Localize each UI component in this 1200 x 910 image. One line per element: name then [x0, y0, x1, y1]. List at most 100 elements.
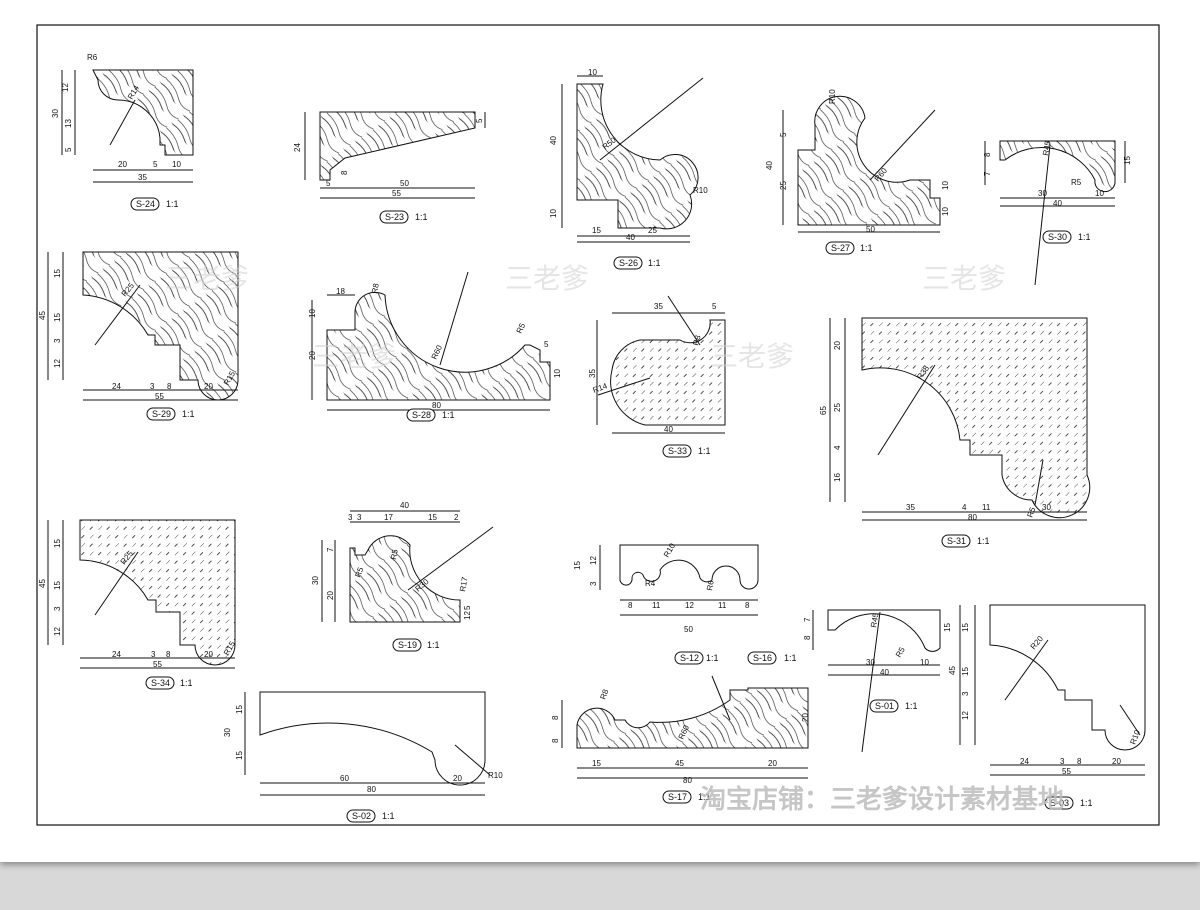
svg-text:20: 20 [833, 341, 842, 350]
svg-text:25: 25 [833, 403, 842, 412]
svg-text:60: 60 [340, 774, 349, 783]
label-s-12: S-12 [680, 653, 699, 663]
svg-text:R6: R6 [705, 579, 716, 591]
svg-text:45: 45 [38, 311, 47, 320]
svg-text:30: 30 [1042, 503, 1051, 512]
svg-text:3: 3 [53, 338, 62, 343]
svg-text:30: 30 [223, 728, 232, 737]
svg-text:30: 30 [311, 576, 320, 585]
svg-text:R8: R8 [691, 334, 702, 347]
svg-text:30: 30 [51, 109, 60, 118]
label-s-28: S-28 [412, 410, 431, 420]
scale-s-30: 1:1 [1078, 232, 1091, 242]
scale-s-28: 1:1 [442, 410, 455, 420]
svg-text:40: 40 [549, 136, 558, 145]
svg-text:R45: R45 [869, 612, 881, 629]
profile-s-28: 18 R8 10 20 R5 R60 5 10 80 [308, 271, 562, 422]
svg-text:20: 20 [801, 713, 810, 722]
page-background [0, 862, 1200, 910]
scale-s-02: 1:1 [382, 811, 395, 821]
svg-text:40: 40 [1053, 199, 1062, 208]
profile-s-16 [747, 651, 777, 665]
label-s-30: S-30 [1048, 232, 1067, 242]
svg-text:10: 10 [549, 209, 558, 218]
scale-s-01: 1:1 [905, 701, 918, 711]
svg-text:R8: R8 [598, 687, 610, 700]
svg-text:15: 15 [53, 581, 62, 590]
svg-text:12: 12 [53, 359, 62, 368]
svg-text:R5: R5 [389, 548, 400, 560]
label-s-29: S-29 [152, 409, 171, 419]
svg-text:5: 5 [475, 118, 484, 123]
svg-text:3: 3 [357, 513, 362, 522]
label-s-17: S-17 [668, 792, 687, 802]
svg-text:45: 45 [675, 759, 684, 768]
svg-text:12: 12 [61, 83, 70, 92]
svg-text:8: 8 [340, 170, 349, 175]
profile-s-17: R8 8 8 R60 20 15 45 20 80 [551, 675, 810, 804]
svg-text:80: 80 [432, 401, 441, 410]
svg-text:20: 20 [308, 351, 317, 360]
drawing-labels: S-24 1:1 S-23 1:1 S-26 1:1 S-27 1:1 S-30… [136, 199, 1093, 821]
profile-s-19: 40 3 3 17 15 2 R5 7 30 20 R5 R30 R17 5 1… [311, 501, 494, 652]
label-s-03: S-03 [1050, 798, 1069, 808]
svg-text:5: 5 [463, 605, 472, 610]
svg-text:7: 7 [326, 547, 335, 552]
profile-s-29: R25 15 45 15 3 12 24 3 8 20 R15 55 [38, 251, 239, 421]
profile-s-01: R45 7 8 15 R5 30 10 40 [803, 609, 952, 753]
svg-text:R6: R6 [87, 53, 98, 62]
svg-text:35: 35 [906, 503, 915, 512]
svg-text:8: 8 [167, 382, 172, 391]
svg-text:3: 3 [1060, 757, 1065, 766]
svg-text:50: 50 [400, 179, 409, 188]
label-s-23: S-23 [385, 212, 404, 222]
svg-text:10: 10 [941, 181, 950, 190]
svg-text:3: 3 [53, 606, 62, 611]
svg-text:3: 3 [589, 581, 598, 586]
svg-text:24: 24 [293, 143, 302, 152]
svg-text:5: 5 [153, 160, 158, 169]
scale-s-03: 1:1 [1080, 798, 1093, 808]
svg-text:10: 10 [588, 68, 597, 77]
label-s-19: S-19 [398, 640, 417, 650]
svg-text:8: 8 [803, 635, 812, 640]
svg-text:16: 16 [833, 473, 842, 482]
svg-text:12: 12 [685, 601, 694, 610]
svg-text:20: 20 [118, 160, 127, 169]
label-s-16: S-16 [753, 653, 772, 663]
svg-text:7: 7 [983, 171, 992, 176]
svg-text:5: 5 [326, 179, 331, 188]
svg-text:15: 15 [53, 539, 62, 548]
svg-text:15: 15 [53, 269, 62, 278]
svg-text:3: 3 [961, 691, 970, 696]
svg-text:3: 3 [150, 382, 155, 391]
svg-text:20: 20 [204, 382, 213, 391]
label-s-01: S-01 [875, 701, 894, 711]
scale-s-33: 1:1 [698, 446, 711, 456]
profile-s-24: R6 R14 12 30 13 5 20 5 10 35 [51, 53, 194, 211]
svg-text:R17: R17 [458, 576, 470, 593]
svg-text:15: 15 [53, 313, 62, 322]
scale-s-12: 1:1 [706, 653, 719, 663]
svg-text:30: 30 [1038, 189, 1047, 198]
svg-text:55: 55 [392, 189, 401, 198]
drawing-sheet: R6 R14 12 30 13 5 20 5 10 35 24 5 8 5 50… [36, 24, 1160, 826]
svg-text:35: 35 [588, 369, 597, 378]
svg-text:40: 40 [880, 668, 889, 677]
svg-text:R10: R10 [693, 186, 708, 195]
svg-text:15: 15 [592, 759, 601, 768]
svg-text:R10: R10 [828, 89, 837, 104]
scale-s-26: 1:1 [648, 258, 661, 268]
svg-text:24: 24 [1020, 757, 1029, 766]
scale-s-29: 1:1 [182, 409, 195, 419]
svg-text:8: 8 [166, 650, 171, 659]
scale-s-17: 1:1 [698, 792, 711, 802]
svg-text:8: 8 [983, 152, 992, 157]
profile-s-30: R45 8 7 15 R5 30 10 40 [983, 140, 1132, 286]
svg-text:R5: R5 [515, 321, 528, 335]
svg-text:15: 15 [235, 705, 244, 714]
svg-text:12: 12 [961, 711, 970, 720]
svg-text:80: 80 [683, 776, 692, 785]
svg-text:8: 8 [551, 738, 560, 743]
svg-text:R5: R5 [353, 565, 365, 578]
